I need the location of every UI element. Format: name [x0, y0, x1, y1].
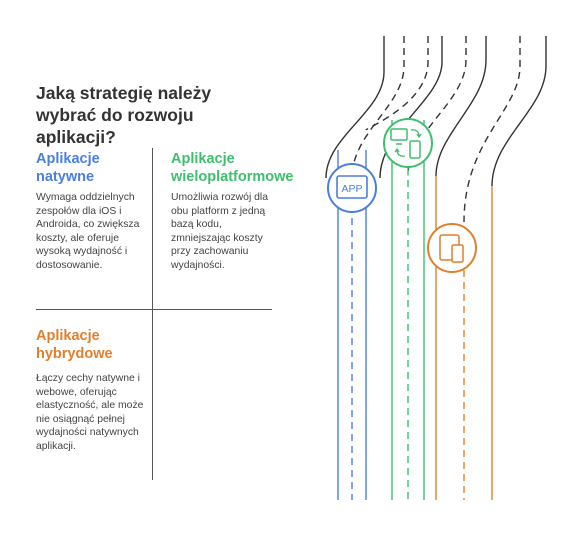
vertical-divider — [152, 148, 153, 480]
cross-lane-edges — [391, 120, 425, 500]
cross-platform-description: Umożliwia rozwój dla obu platform z jedn… — [171, 192, 269, 271]
app-icon-label: APP — [341, 183, 362, 195]
tablet-phone-icon — [427, 223, 477, 273]
hybrid-heading: Aplikacje hybrydowe — [36, 328, 113, 362]
multi-device-sync-icon — [383, 118, 433, 168]
cross-platform-heading: Aplikacje wieloplatformowe — [171, 151, 294, 185]
native-description: Wymaga oddzielnych zespołów dla iOS i An… — [36, 192, 140, 271]
horizontal-divider — [36, 309, 272, 310]
road-lane-dashes — [351, 36, 521, 223]
page-title: Jaką strategię należy wybrać do rozwoju … — [36, 83, 212, 147]
hybrid-description: Łączy cechy natywne i webowe, oferując e… — [36, 373, 144, 452]
app-icon: APP — [327, 163, 377, 213]
road-edges — [325, 36, 547, 187]
native-heading: Aplikacje natywne — [36, 151, 100, 185]
